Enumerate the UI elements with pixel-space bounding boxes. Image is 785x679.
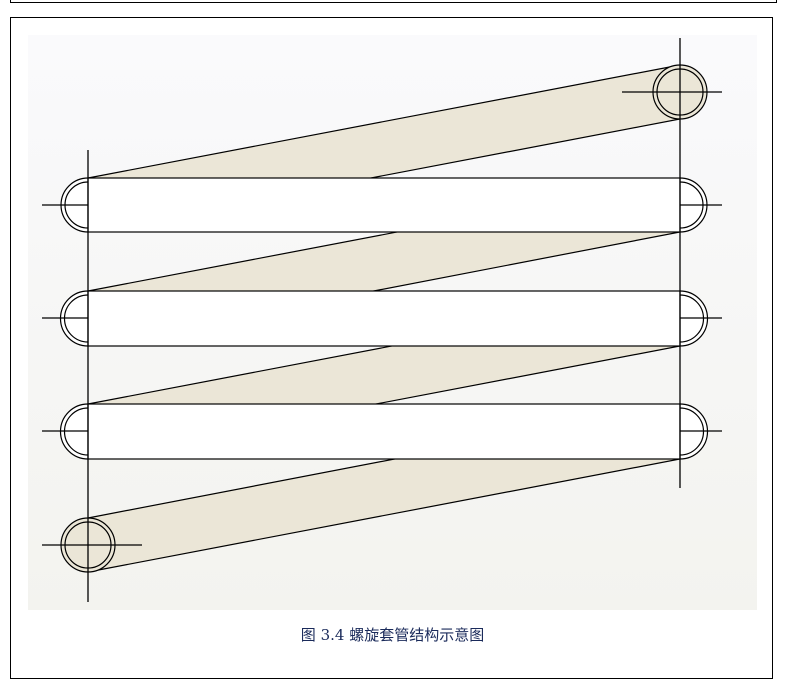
center-lines — [42, 38, 722, 602]
spiral-casing-diagram — [28, 35, 757, 610]
tube-bar-2 — [87, 290, 681, 347]
tube-bar-3 — [87, 403, 681, 460]
previous-page-frame — [10, 0, 777, 3]
figure-caption: 图 3.4 螺旋套管结构示意图 — [300, 626, 485, 644]
tube-bars — [87, 177, 681, 460]
tube-bar-1 — [87, 177, 681, 233]
